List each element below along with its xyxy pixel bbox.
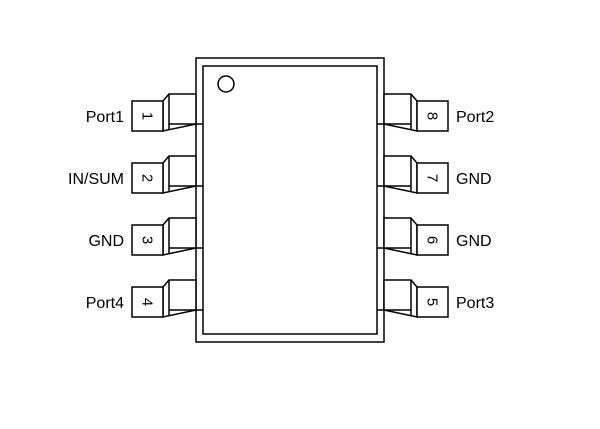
pin-number-box: [416, 100, 449, 132]
left-pin-row: 1 Port1 2 IN/SUM 3 GND 4 Port4: [68, 93, 203, 318]
pin-lead: [383, 217, 418, 256]
pin-lead: [383, 155, 418, 194]
pin-number: 1: [139, 112, 156, 120]
ic-package-body: [195, 57, 385, 343]
pin-number-box: [416, 162, 449, 194]
pin-label: GND: [456, 171, 492, 188]
pin-number: 3: [139, 236, 156, 244]
pin-lead: [162, 279, 197, 318]
pin-8: 8 Port2: [377, 93, 494, 132]
pin-label: Port4: [86, 295, 124, 312]
pin-3: 3 GND: [88, 217, 203, 256]
pin-7: 7 GND: [377, 155, 492, 194]
pin-number: 8: [424, 112, 441, 120]
package-inner-outline: [202, 65, 378, 335]
pin-2: 2 IN/SUM: [68, 155, 203, 194]
pin-label: IN/SUM: [68, 171, 124, 188]
pin-lead: [383, 93, 418, 132]
pin-lead: [162, 217, 197, 256]
pin-number: 7: [424, 174, 441, 182]
pin-number-box: [416, 224, 449, 256]
pin-label: GND: [456, 233, 492, 250]
package-outer-outline: [195, 57, 385, 343]
pin-number-box: [131, 224, 164, 256]
pin-number: 4: [139, 298, 156, 306]
pin-number: 6: [424, 236, 441, 244]
pin-number-box: [131, 162, 164, 194]
pin-6: 6 GND: [377, 217, 492, 256]
pin-number: 2: [139, 174, 156, 182]
pin-number: 5: [424, 298, 441, 306]
pin-label: Port2: [456, 109, 494, 126]
pin-label: GND: [88, 233, 124, 250]
pin-4: 4 Port4: [86, 279, 203, 318]
pin-number-box: [416, 286, 449, 318]
pin-1: 1 Port1: [86, 93, 203, 132]
pin-5: 5 Port3: [377, 279, 494, 318]
pin-lead: [383, 279, 418, 318]
pin1-indicator-dot: [217, 75, 235, 93]
pin-label: Port1: [86, 109, 124, 126]
pin-lead: [162, 155, 197, 194]
pin-number-box: [131, 100, 164, 132]
pin-lead: [162, 93, 197, 132]
pin-label: Port3: [456, 295, 494, 312]
pin-number-box: [131, 286, 164, 318]
